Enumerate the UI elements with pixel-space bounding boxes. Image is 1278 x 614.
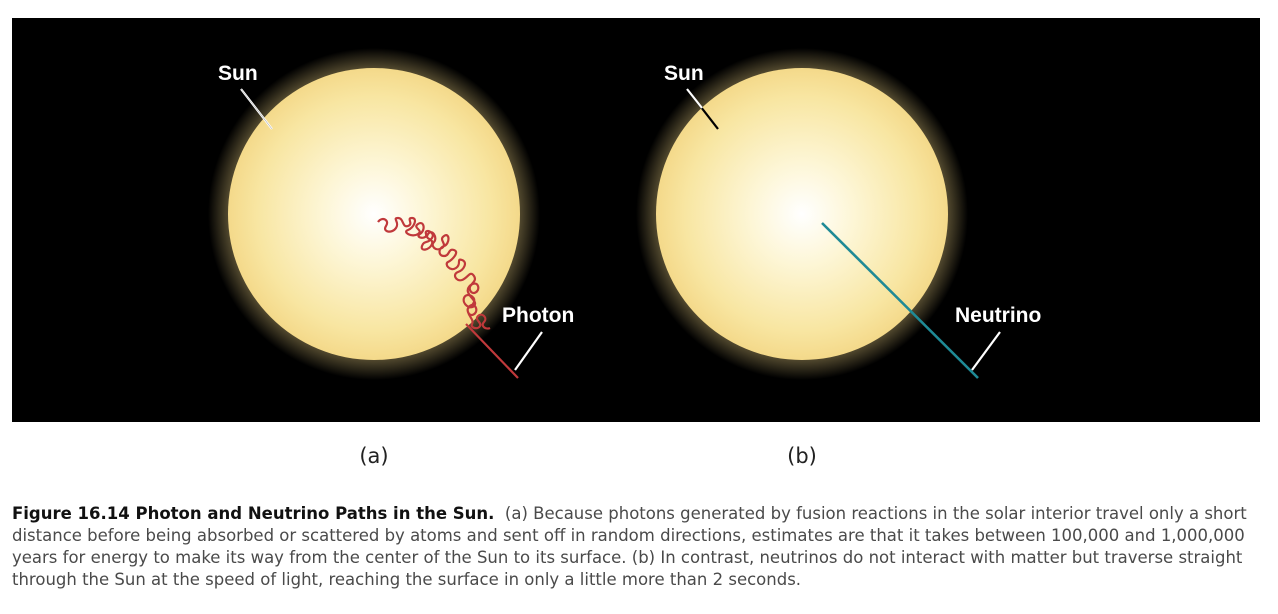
- caption-title: Figure 16.14 Photon and Neutrino Paths i…: [12, 504, 495, 523]
- figure-panel: Sun Photon Sun Neutrino: [12, 18, 1260, 422]
- sun-label-a: Sun: [218, 62, 258, 85]
- sun-leader-a: [240, 88, 273, 130]
- photon-escape-path: [465, 323, 519, 379]
- sun-label-b: Sun: [664, 62, 704, 85]
- neutrino-leader: [971, 331, 1001, 371]
- panel-label-a: (a): [359, 444, 389, 468]
- sun-b: [656, 68, 948, 360]
- photon-label: Photon: [502, 304, 574, 327]
- panel-a: Sun Photon: [208, 48, 574, 380]
- figure-caption: Figure 16.14 Photon and Neutrino Paths i…: [12, 503, 1262, 591]
- caption-text: (a) Because photons generated by fusion …: [12, 504, 1247, 589]
- figure-diagram: Sun Photon Sun Neutrino: [12, 18, 1260, 422]
- photon-leader: [514, 331, 543, 371]
- panel-b: Sun Neutrino: [636, 48, 1041, 380]
- figure-background: [12, 18, 1260, 422]
- neutrino-label: Neutrino: [955, 304, 1041, 327]
- photon-random-walk-path: [377, 216, 491, 330]
- panel-label-b: (b): [787, 444, 817, 468]
- neutrino-path: [821, 222, 979, 379]
- sun-a: [228, 68, 520, 360]
